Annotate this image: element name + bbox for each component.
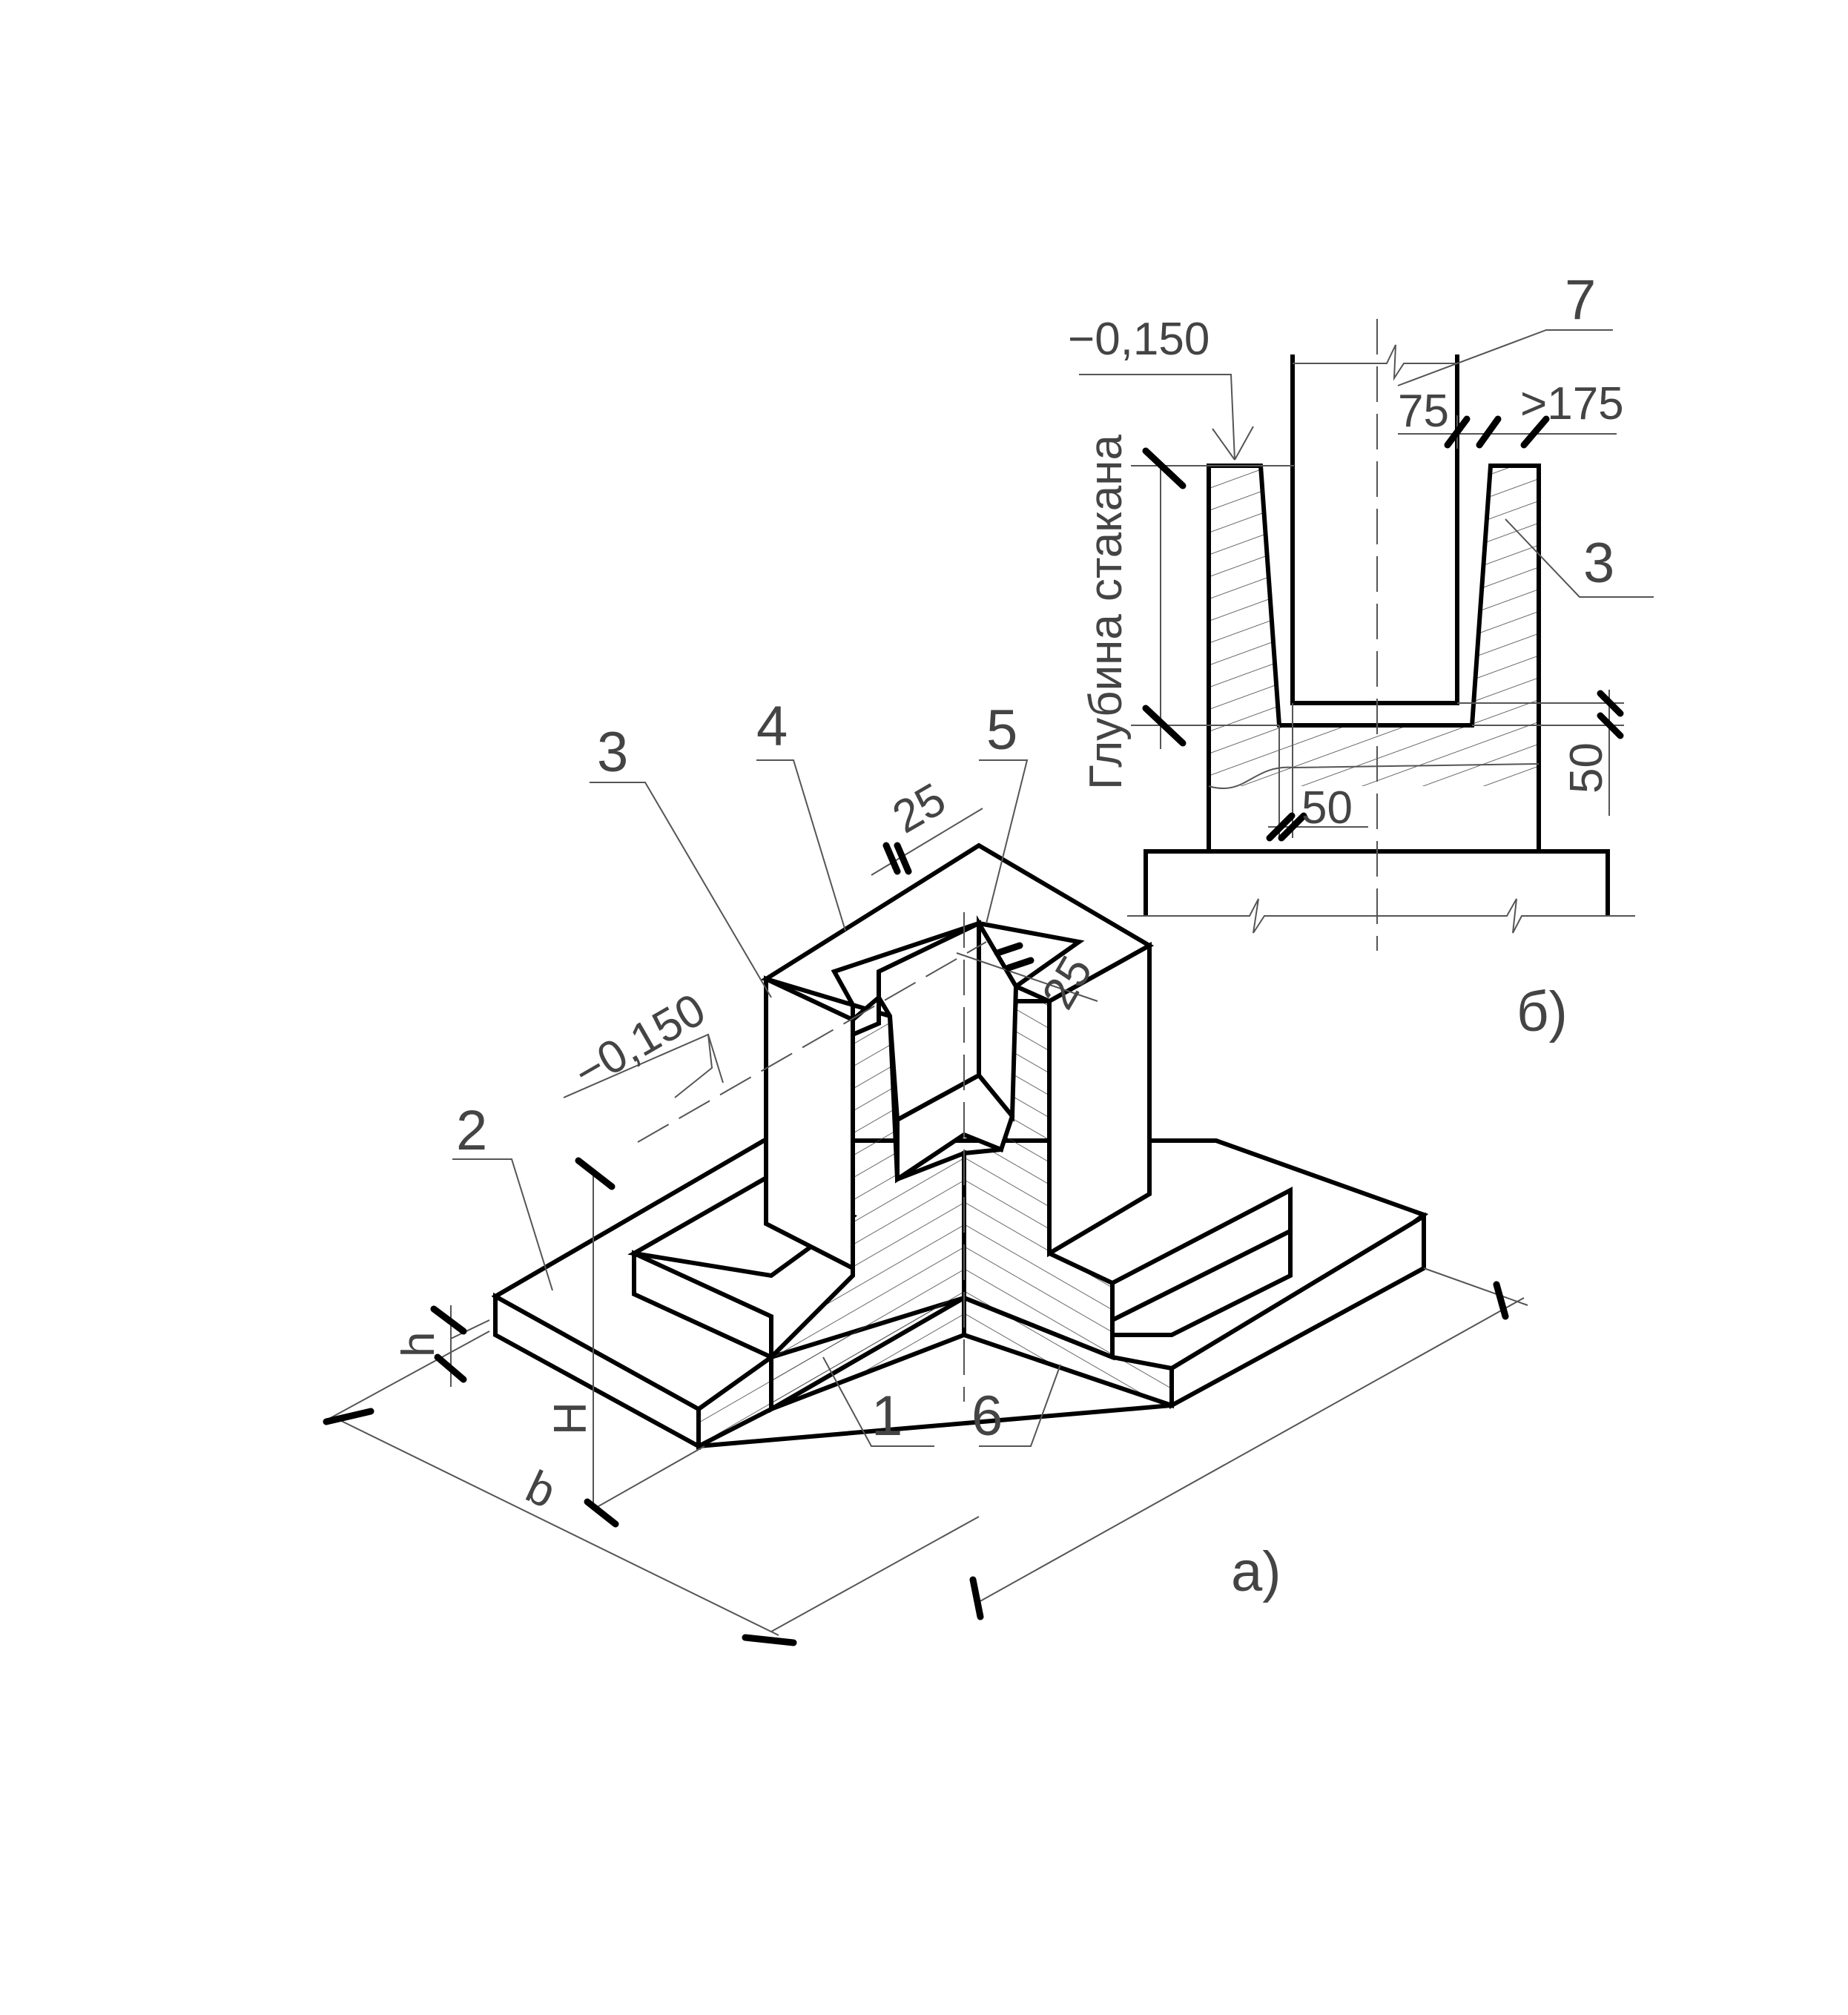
glass-left-wall-front bbox=[764, 975, 855, 1272]
tick-len-right bbox=[1493, 1281, 1509, 1320]
break-line-bottom bbox=[1127, 898, 1635, 934]
glass-bottom-section bbox=[1261, 725, 1476, 786]
dim-label-H: H bbox=[545, 1402, 596, 1435]
dim-h-ext bbox=[450, 1319, 490, 1339]
leader-b-3 bbox=[1505, 518, 1654, 598]
leader-5 bbox=[979, 759, 1029, 924]
dim-label-50-v: 50 bbox=[1561, 742, 1612, 794]
tick-175 bbox=[1520, 415, 1550, 449]
dim-25-side-line bbox=[956, 952, 1098, 1002]
tick-75-a bbox=[1444, 415, 1471, 449]
glass-right-wall bbox=[1047, 941, 1152, 1258]
leader-label-6: 6 bbox=[971, 1385, 1003, 1448]
tick-b-left bbox=[323, 1408, 374, 1425]
leader-label-2: 2 bbox=[456, 1099, 487, 1162]
leader-1 bbox=[822, 1356, 934, 1447]
leader-2 bbox=[452, 1158, 553, 1291]
tick-50h-a bbox=[1266, 812, 1296, 842]
tick-75-b bbox=[1476, 415, 1502, 449]
depth-label: Глубина стакана bbox=[1080, 435, 1132, 790]
dim-length-line bbox=[978, 1297, 1525, 1603]
leader-label-4: 4 bbox=[756, 695, 788, 758]
leader-label-5: 5 bbox=[986, 699, 1017, 762]
level-arrow-b-1 bbox=[1234, 426, 1254, 461]
axis-iso-left bbox=[637, 941, 987, 1143]
tick-h-top bbox=[430, 1305, 467, 1335]
section-break-wave bbox=[1208, 763, 1540, 790]
tick-25-side-a bbox=[994, 942, 1023, 957]
tick-H-bottom bbox=[584, 1498, 619, 1528]
leader-label-b-3: 3 bbox=[1583, 532, 1614, 595]
tick-H-top bbox=[575, 1157, 616, 1190]
dim-25-top-line bbox=[871, 808, 983, 876]
tick-50v-b bbox=[1597, 712, 1624, 739]
view-a-caption: а) bbox=[1231, 1540, 1281, 1603]
dim-label-25-top: 25 bbox=[885, 774, 954, 843]
tick-25-top-a bbox=[882, 842, 901, 875]
dim-label-level-b: −0,150 bbox=[1068, 314, 1210, 365]
tick-25-side-b bbox=[1005, 957, 1034, 972]
dim-label-75: 75 bbox=[1398, 386, 1449, 437]
level-arrow-b-2 bbox=[1212, 428, 1235, 461]
dim-length-ext bbox=[1423, 1267, 1528, 1306]
glass-wall-right-section bbox=[1472, 466, 1539, 786]
leader-b-7 bbox=[1397, 329, 1613, 386]
dim-label-h: h bbox=[393, 1332, 444, 1357]
leader-label-3: 3 bbox=[597, 721, 628, 784]
tick-h-bottom bbox=[434, 1353, 467, 1383]
dim-b-ext-left bbox=[326, 1330, 490, 1421]
tick-len-left bbox=[969, 1576, 984, 1620]
tick-depth-top bbox=[1142, 447, 1187, 489]
view-b-caption: б) bbox=[1517, 980, 1568, 1043]
break-line-top bbox=[1293, 344, 1457, 381]
level-leader-a bbox=[563, 1033, 713, 1098]
leader-6 bbox=[979, 1364, 1061, 1447]
tick-25-top-b bbox=[894, 842, 912, 875]
level-leader-b bbox=[1079, 374, 1235, 461]
dim-b-line bbox=[331, 1416, 779, 1636]
glass-top-rim bbox=[760, 842, 1155, 1009]
dim-label-b: b bbox=[518, 1461, 563, 1518]
view-a: 1 2 3 4 5 6 −0,150 25 25 h H b а) bbox=[323, 695, 1528, 1646]
leader-label-b-7: 7 bbox=[1565, 268, 1596, 332]
dim-H-ext-bottom bbox=[593, 1445, 705, 1510]
level-arrow-a bbox=[707, 1034, 724, 1084]
dim-label-175: >175 bbox=[1520, 378, 1624, 429]
view-b: −0,150 7 3 75 >175 50 50 Глубина стакана… bbox=[1068, 268, 1654, 1043]
tick-50v-a bbox=[1597, 690, 1624, 717]
tick-depth-bottom bbox=[1142, 705, 1187, 747]
glass-wall-left-section bbox=[1209, 466, 1279, 786]
dim-label-50-h: 50 bbox=[1301, 782, 1353, 834]
leader-label-1: 1 bbox=[871, 1385, 902, 1448]
dim-b-ext-right bbox=[770, 1516, 980, 1632]
tick-b-right bbox=[742, 1634, 797, 1646]
column-outline bbox=[1290, 354, 1459, 705]
leader-4 bbox=[756, 759, 846, 931]
leader-3 bbox=[590, 782, 772, 998]
socket-bottom bbox=[895, 1072, 1015, 1184]
tick-50h-b bbox=[1278, 812, 1307, 842]
